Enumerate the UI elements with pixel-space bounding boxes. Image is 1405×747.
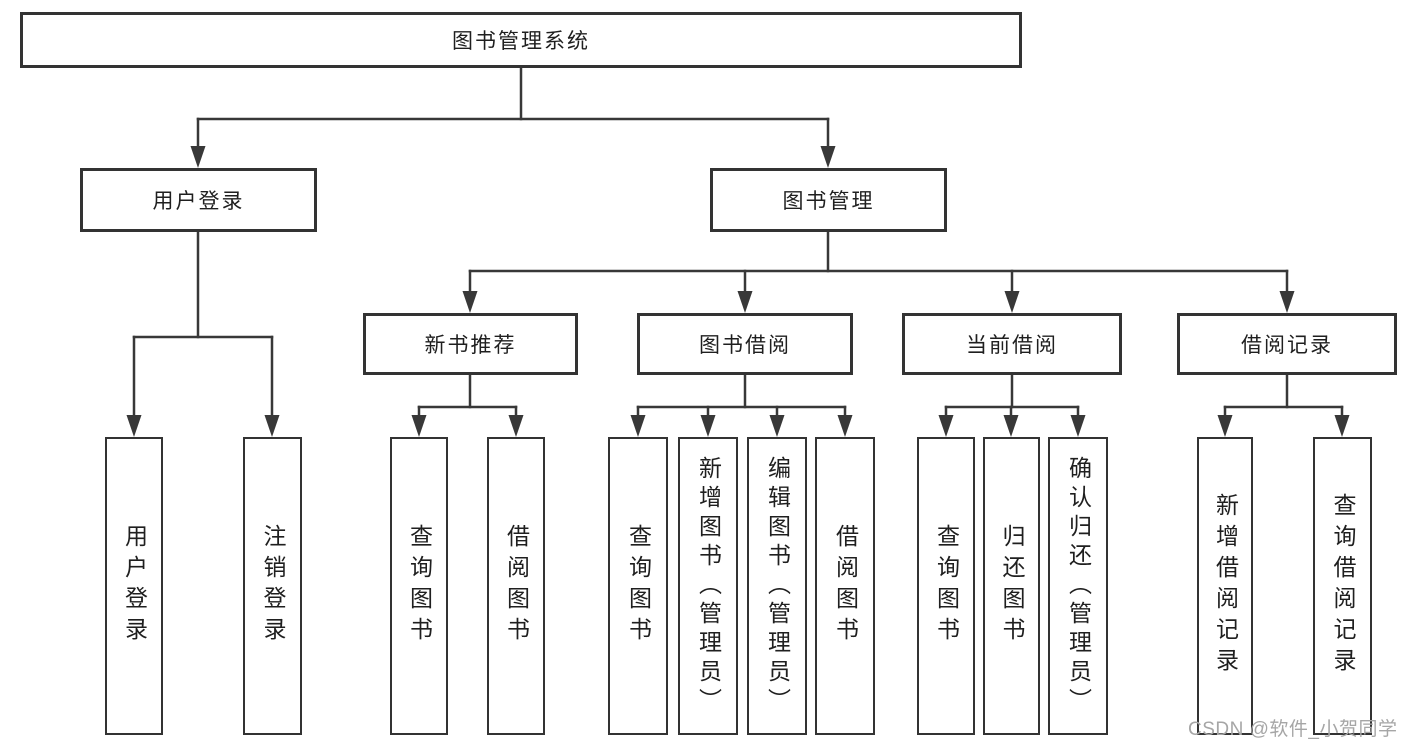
csdn-watermark: CSDN @软件_小贺同学 [1188,719,1398,740]
leaf-edit-book-admin: 编辑图书（管理员） [747,437,807,735]
leaf-search-books-3: 查询图书 [917,437,975,735]
node-book-borrowing: 图书借阅 [637,313,853,375]
leaf-search-books-3-label: 查询图书 [933,524,960,648]
leaf-borrow-books-2: 借阅图书 [815,437,875,735]
leaf-add-book-admin-label: 新增图书（管理员） [695,455,722,717]
leaf-return-books: 归还图书 [983,437,1040,735]
node-current-borrowing: 当前借阅 [902,313,1122,375]
node-library-management-system: 图书管理系统 [20,12,1022,68]
leaf-borrow-books-1-label: 借阅图书 [503,524,530,648]
leaf-user-login: 用户登录 [105,437,163,735]
node-new-book-recommendation: 新书推荐 [363,313,578,375]
node-user-login: 用户登录 [80,168,317,232]
leaf-add-book-admin: 新增图书（管理员） [678,437,738,735]
leaf-search-books-1-label: 查询图书 [406,524,433,648]
leaf-logout-label: 注销登录 [260,524,286,648]
leaf-search-books-1: 查询图书 [390,437,448,735]
leaf-borrow-books-2-label: 借阅图书 [832,524,859,648]
leaf-logout: 注销登录 [243,437,302,735]
arrowheads [126,146,1350,437]
node-borrowing-records: 借阅记录 [1177,313,1397,375]
leaf-add-borrow-record: 新增借阅记录 [1197,437,1253,735]
leaf-search-borrow-record-label: 查询借阅记录 [1330,493,1356,679]
leaf-return-books-label: 归还图书 [999,524,1025,648]
node-book-management: 图书管理 [710,168,947,232]
leaf-search-borrow-record: 查询借阅记录 [1313,437,1372,735]
leaf-borrow-books-1: 借阅图书 [487,437,545,735]
leaf-edit-book-admin-label: 编辑图书（管理员） [764,455,791,717]
leaf-search-books-2: 查询图书 [608,437,668,735]
leaf-user-login-label: 用户登录 [121,524,148,648]
leaf-search-books-2-label: 查询图书 [625,524,652,648]
leaf-confirm-return-admin: 确认归还（管理员） [1048,437,1108,735]
leaf-confirm-return-admin-label: 确认归还（管理员） [1065,455,1092,717]
leaf-add-borrow-record-label: 新增借阅记录 [1212,493,1239,679]
